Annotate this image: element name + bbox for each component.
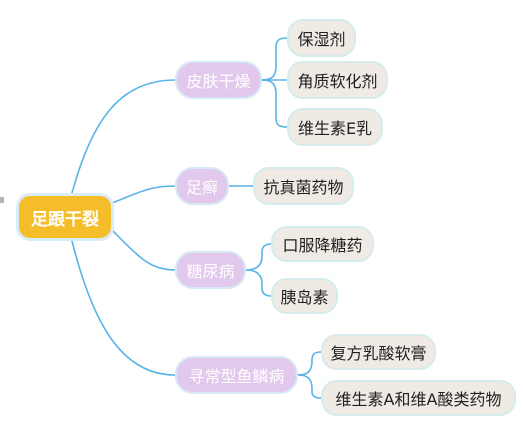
- connector-root-branch-4: [71, 240, 176, 376]
- connector-branch-4-leaf-2: [297, 374, 322, 399]
- leaf-node-antifungal[interactable]: 抗真菌药物: [253, 167, 354, 205]
- connector-branch-1-leaf-3: [261, 79, 288, 128]
- leaf-node-lactic-acid-ointment[interactable]: 复方乳酸软膏: [321, 334, 436, 370]
- leaf-node-insulin[interactable]: 胰岛素: [271, 278, 338, 314]
- connector-branch-3-leaf-2: [245, 269, 272, 297]
- connector-branch-3-leaf-1: [245, 243, 272, 271]
- connector-root-branch-2: [111, 185, 176, 204]
- root-node[interactable]: 足跟干裂: [16, 193, 114, 241]
- leaf-node-vitamin-a-retinoids[interactable]: 维生素A和维A酸类药物: [321, 380, 516, 416]
- leaf-node-keratolytic[interactable]: 角质软化剂: [287, 61, 388, 99]
- connector-root-branch-1: [71, 79, 176, 194]
- leaf-node-oral-hypoglycemic[interactable]: 口服降糖药: [271, 226, 374, 262]
- branch-node-diabetes[interactable]: 糖尿病: [175, 251, 246, 289]
- connector-branch-4-leaf-1: [297, 351, 322, 376]
- leaf-node-moisturizer[interactable]: 保湿剂: [287, 19, 356, 57]
- branch-node-dry-skin[interactable]: 皮肤干燥: [175, 61, 262, 99]
- branch-node-tinea-pedis[interactable]: 足癣: [175, 167, 229, 205]
- branch-node-ichthyosis[interactable]: 寻常型鱼鳞病: [175, 356, 298, 394]
- connector-root-branch-3: [111, 229, 176, 271]
- leaf-node-vitamin-e-cream[interactable]: 维生素E乳: [287, 108, 383, 146]
- edge-marker: [0, 197, 4, 203]
- connector-branch-1-leaf-1: [261, 37, 288, 81]
